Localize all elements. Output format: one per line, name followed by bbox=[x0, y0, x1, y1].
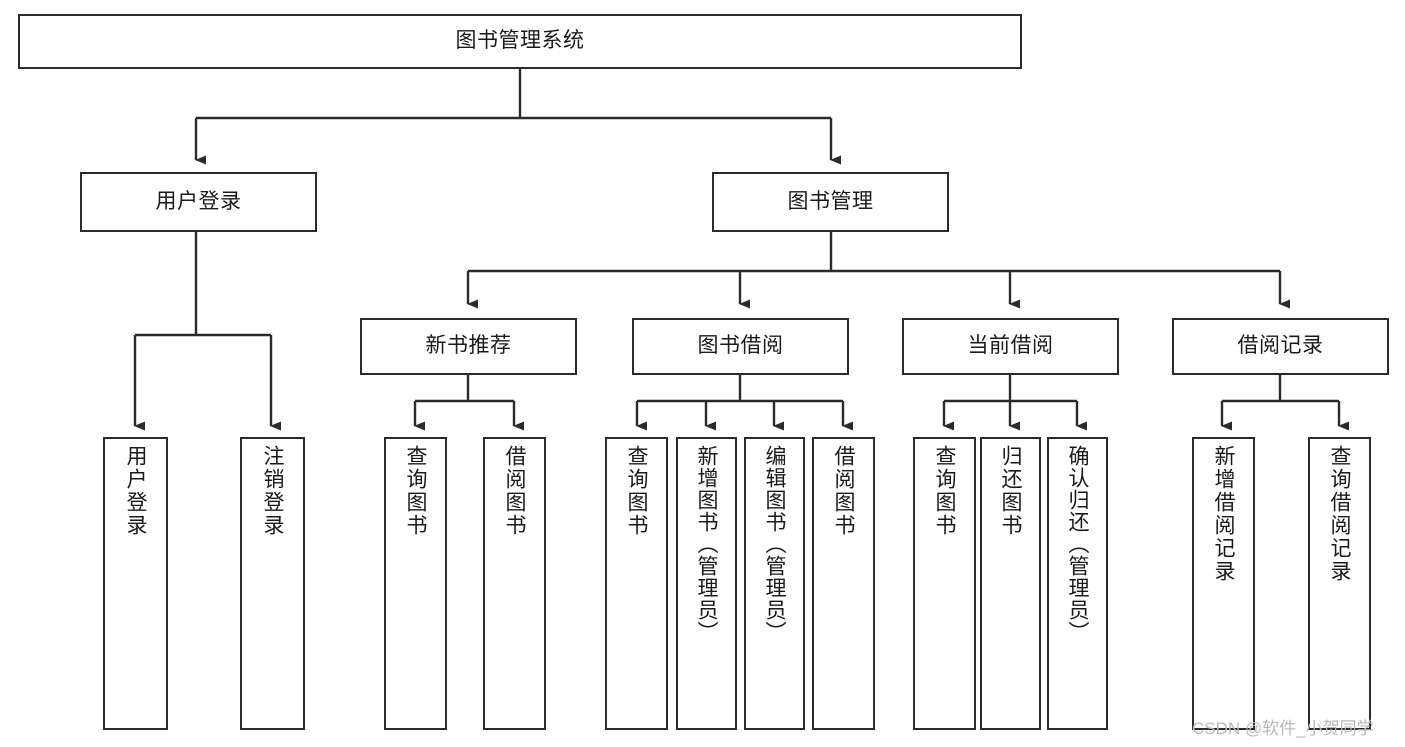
node-root-book-management-system[interactable]: 图书管理系统 bbox=[18, 14, 1022, 69]
node-book-management[interactable]: 图书管理 bbox=[712, 172, 949, 232]
csdn-watermark: CSDN @软件_小贺同学 bbox=[1192, 714, 1374, 739]
node-user-login[interactable]: 用户登录 bbox=[80, 172, 317, 232]
leaf-record-query-record[interactable]: 查询借阅记录 bbox=[1308, 437, 1371, 730]
leaf-borrow-edit-book-admin[interactable]: 编辑图书（管理员） bbox=[744, 437, 805, 730]
node-new-book-recommend-label: 新书推荐 bbox=[425, 334, 512, 358]
node-borrow-record-label: 借阅记录 bbox=[1237, 334, 1324, 358]
node-root-label: 图书管理系统 bbox=[455, 29, 585, 53]
leaf-user-login-signin-label: 用户登录 bbox=[124, 445, 147, 537]
leaf-user-login-signout-label: 注销登录 bbox=[261, 445, 284, 537]
leaf-current-query-book[interactable]: 查询图书 bbox=[913, 437, 976, 730]
leaf-borrow-add-book-admin[interactable]: 新增图书（管理员） bbox=[676, 437, 737, 730]
leaf-record-add-record-label: 新增借阅记录 bbox=[1212, 445, 1235, 583]
node-book-management-label: 图书管理 bbox=[787, 189, 874, 213]
leaf-borrow-add-book-admin-label: 新增图书（管理员） bbox=[695, 445, 718, 643]
leaf-borrow-query-book-label: 查询图书 bbox=[625, 445, 648, 537]
node-current-borrow-label: 当前借阅 bbox=[967, 334, 1054, 358]
leaf-borrow-query-book[interactable]: 查询图书 bbox=[605, 437, 668, 730]
leaf-new-book-borrow-book[interactable]: 借阅图书 bbox=[483, 437, 546, 730]
node-borrow-record[interactable]: 借阅记录 bbox=[1172, 318, 1389, 375]
leaf-new-book-borrow-book-label: 借阅图书 bbox=[503, 445, 526, 537]
node-current-borrow[interactable]: 当前借阅 bbox=[902, 318, 1119, 375]
leaf-current-confirm-return-admin-label: 确认归还（管理员） bbox=[1066, 445, 1089, 643]
leaf-record-add-record[interactable]: 新增借阅记录 bbox=[1192, 437, 1255, 730]
leaf-borrow-borrow-book[interactable]: 借阅图书 bbox=[812, 437, 875, 730]
leaf-current-return-book[interactable]: 归还图书 bbox=[980, 437, 1041, 730]
leaf-new-book-query-book-label: 查询图书 bbox=[404, 445, 427, 537]
leaf-new-book-query-book[interactable]: 查询图书 bbox=[384, 437, 447, 730]
node-book-borrow[interactable]: 图书借阅 bbox=[632, 318, 849, 375]
leaf-user-login-signout[interactable]: 注销登录 bbox=[240, 437, 305, 730]
leaf-borrow-borrow-book-label: 借阅图书 bbox=[832, 445, 855, 537]
leaf-borrow-edit-book-admin-label: 编辑图书（管理员） bbox=[763, 445, 786, 643]
leaf-record-query-record-label: 查询借阅记录 bbox=[1328, 445, 1351, 583]
leaf-current-return-book-label: 归还图书 bbox=[999, 445, 1022, 537]
leaf-user-login-signin[interactable]: 用户登录 bbox=[103, 437, 168, 730]
leaf-current-query-book-label: 查询图书 bbox=[933, 445, 956, 537]
csdn-watermark-text: CSDN @软件_小贺同学 bbox=[1192, 719, 1374, 738]
node-new-book-recommend[interactable]: 新书推荐 bbox=[360, 318, 577, 375]
leaf-current-confirm-return-admin[interactable]: 确认归还（管理员） bbox=[1047, 437, 1108, 730]
node-user-login-label: 用户登录 bbox=[155, 189, 242, 213]
node-book-borrow-label: 图书借阅 bbox=[697, 334, 784, 358]
